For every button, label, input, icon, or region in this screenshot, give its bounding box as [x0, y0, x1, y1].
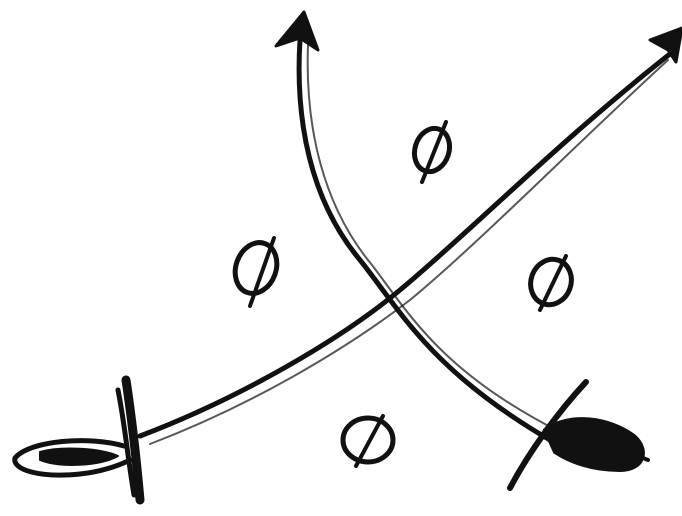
arrow-shaft	[299, 40, 550, 440]
empty-set-symbol	[524, 254, 577, 311]
arrow-shaft	[140, 50, 675, 436]
arrow-tail-oval-fill	[40, 449, 118, 465]
curved-arrow-to-top	[276, 12, 648, 488]
empty-set-symbol	[343, 416, 393, 466]
arrowhead-top	[276, 12, 318, 50]
empty-set-symbol	[228, 237, 283, 306]
empty-set-symbol	[409, 122, 455, 182]
